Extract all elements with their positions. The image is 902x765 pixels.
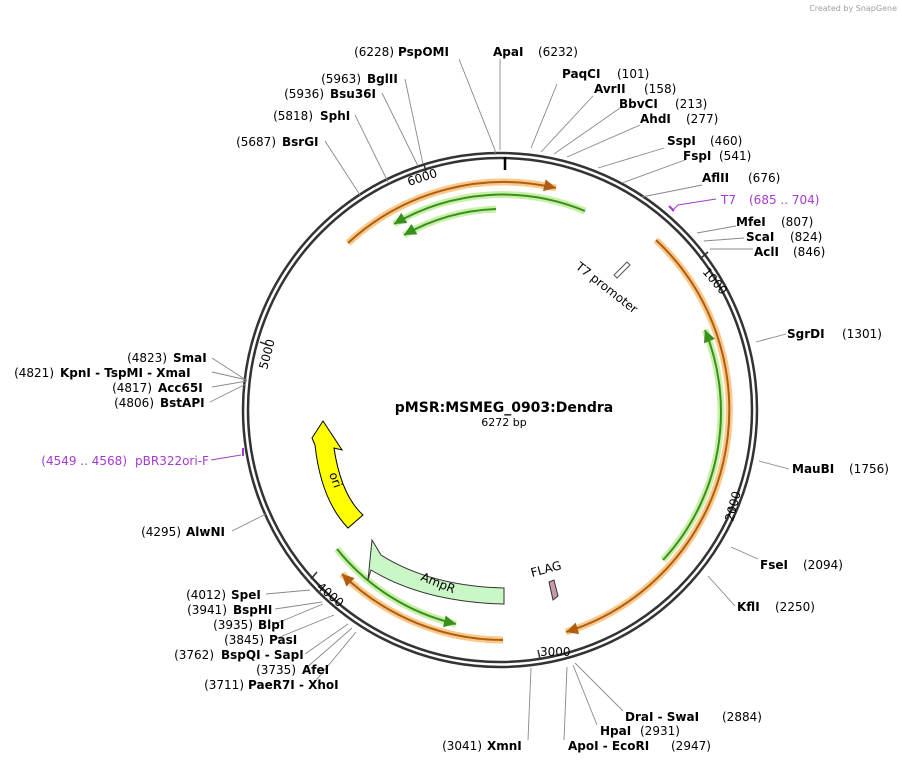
site-name: MfeI: [736, 215, 766, 229]
site-pos: (676): [748, 171, 780, 185]
site-name: AlwNI: [186, 525, 225, 539]
site-name: PaeR7I - XhoI: [248, 678, 339, 692]
site-name: SphI: [320, 109, 350, 123]
site-name: BspHI: [233, 603, 272, 617]
site-name: MauBI: [792, 462, 834, 476]
site-name: SspI: [667, 134, 696, 148]
site-name: SpeI: [231, 588, 261, 602]
site-pos: (824): [790, 230, 822, 244]
t7-promoter-label: T7 promoter: [572, 259, 640, 317]
site-name: AhdI: [640, 112, 671, 126]
site-pos: (4823): [127, 351, 167, 365]
site-leaders: [209, 58, 790, 741]
site-name: KpnI - TspMI - XmaI: [60, 366, 191, 380]
site-pos: (5818): [273, 109, 313, 123]
site-name: BsrGI: [282, 135, 319, 149]
site-name: Bsu36I: [330, 87, 376, 101]
site-name: BglII: [367, 72, 398, 86]
site-pos: (3845): [224, 633, 264, 647]
site-pos: (3941): [187, 603, 227, 617]
green-feature-arcs: [334, 191, 725, 628]
site-pos: (213): [675, 97, 707, 111]
t7-promoter-feature: T7 promoter: [572, 259, 640, 317]
site-pos: (3935): [213, 618, 253, 632]
site-pos: (2947): [671, 739, 711, 753]
site-name: Acc65I: [158, 381, 203, 395]
site-pos: (3711): [204, 678, 244, 692]
site-pos: (5963): [321, 72, 361, 86]
site-pos: (5936): [284, 87, 324, 101]
site-pos: (3762): [174, 648, 214, 662]
site-name: KflI: [737, 600, 760, 614]
primer-pbr322ori-name: pBR322ori-F: [135, 454, 209, 468]
site-pos: (1301): [842, 327, 882, 341]
site-pos: (541): [719, 149, 751, 163]
site-name: FseI: [760, 558, 788, 572]
site-name: PasI: [269, 633, 297, 647]
site-pos: (101): [617, 67, 649, 81]
ampr-feature: AmpR: [367, 538, 505, 605]
tick-5000: 5000: [256, 338, 277, 371]
site-name: FspI: [683, 149, 711, 163]
primer-t7-name: T7: [720, 193, 736, 207]
site-name: DraI - SwaI: [625, 710, 699, 724]
site-pos: (4012): [186, 588, 226, 602]
site-pos: (5687): [236, 135, 276, 149]
site-name: AflII: [702, 171, 729, 185]
site-pos: (460): [710, 134, 742, 148]
site-pos: (2931): [640, 724, 680, 738]
ori-feature: ori: [311, 420, 364, 529]
snapgene-credit: Created by SnapGene: [809, 4, 897, 13]
site-name: HpaI: [600, 724, 631, 738]
primer-t7-range: (685 .. 704): [749, 193, 819, 207]
site-name: AvrII: [594, 82, 626, 96]
flag-feature: FLAG: [529, 558, 563, 601]
site-name: ApoI - EcoRI: [568, 739, 649, 753]
primer-labels: T7 (685 .. 704) (4549 .. 4568) pBR322ori…: [41, 193, 819, 468]
plasmid-name: pMSR:MSMEG_0903:Dendra: [395, 400, 613, 416]
site-name: PspOMI: [398, 45, 449, 59]
site-name: AfeI: [302, 663, 329, 677]
tick-3000: 3000: [540, 645, 571, 659]
site-name: BstAPI: [160, 396, 205, 410]
site-name: SmaI: [173, 351, 207, 365]
site-pos: (3041): [442, 739, 482, 753]
site-name: SgrDI: [787, 327, 825, 341]
site-name: PaqCI: [562, 67, 600, 81]
tick-2000: 2000: [722, 490, 743, 523]
site-pos: (3735): [256, 663, 296, 677]
site-labels: (6228) PspOMI ApaI (6232) PaqCI (101) Av…: [14, 45, 889, 753]
site-pos: (158): [644, 82, 676, 96]
site-pos: (2250): [775, 600, 815, 614]
site-pos: (2094): [803, 558, 843, 572]
ori-label: ori: [326, 470, 344, 489]
site-pos: (4817): [112, 381, 152, 395]
site-pos: (6232): [538, 45, 578, 59]
site-name: AclI: [754, 245, 779, 259]
orange-feature-arcs: [339, 178, 733, 644]
site-name: BlpI: [258, 618, 284, 632]
site-name: BbvCI: [619, 97, 658, 111]
site-pos: (277): [686, 112, 718, 126]
site-pos: (6228): [354, 45, 394, 59]
site-pos: (807): [781, 215, 813, 229]
site-pos: (4821): [14, 366, 54, 380]
site-pos: (1756): [849, 462, 889, 476]
site-pos: (846): [793, 245, 825, 259]
site-name: ScaI: [746, 230, 774, 244]
tick-1000: 1000: [700, 265, 730, 297]
site-pos: (4806): [114, 396, 154, 410]
site-name: XmnI: [487, 739, 522, 753]
backbone: [241, 151, 759, 669]
primer-pbr322ori-range: (4549 .. 4568): [41, 454, 127, 468]
primer-leaders: [210, 198, 717, 461]
site-pos: (2884): [722, 710, 762, 724]
site-name: ApaI: [493, 45, 523, 59]
site-pos: (4295): [141, 525, 181, 539]
site-name: BspQI - SapI: [221, 648, 304, 662]
flag-label: FLAG: [529, 558, 563, 580]
plasmid-length: 6272 bp: [481, 416, 526, 429]
